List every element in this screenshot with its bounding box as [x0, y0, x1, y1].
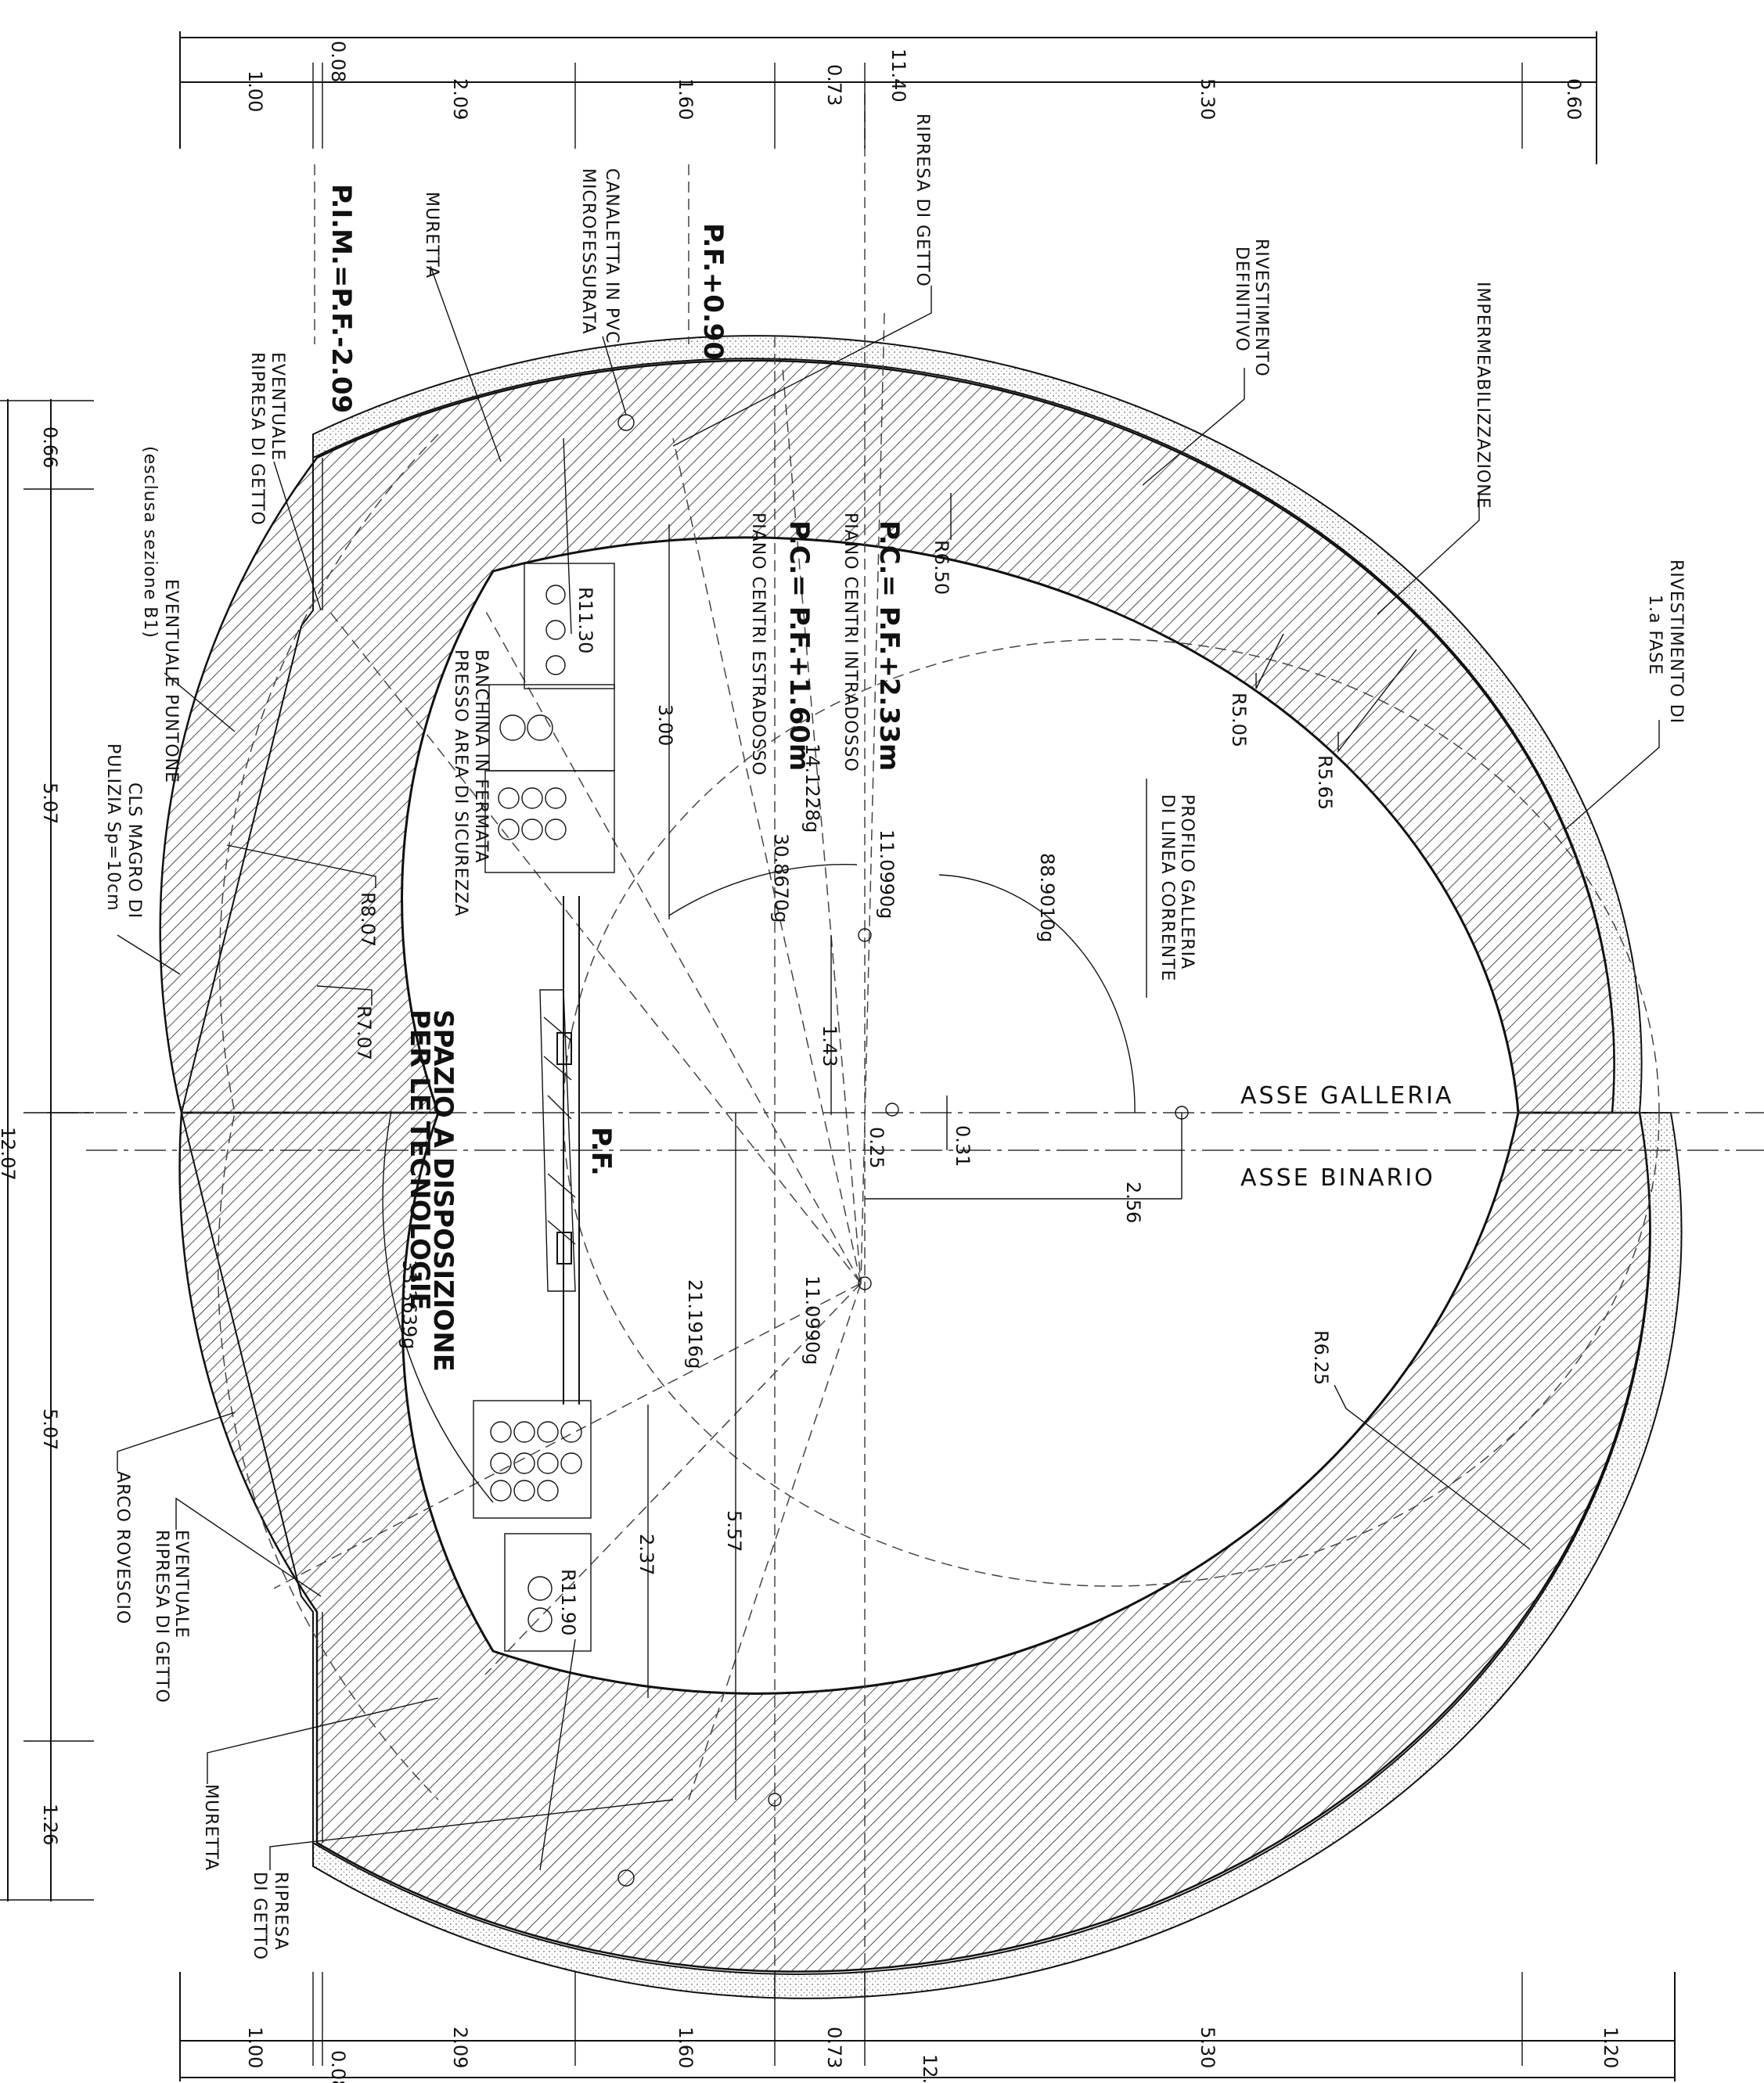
svg-text:88.9010g: 88.9010g — [1036, 853, 1058, 942]
svg-text:5.30: 5.30 — [1197, 2027, 1219, 2068]
svg-text:RIVESTIMENTO DI: RIVESTIMENTO DI — [1666, 559, 1686, 724]
callouts: RIPRESA DI GETTO CANALETTA IN PVC MICROF… — [103, 113, 1686, 1960]
svg-text:0.31: 0.31 — [952, 1125, 974, 1167]
svg-text:1.00: 1.00 — [244, 2027, 266, 2068]
svg-text:R11.30: R11.30 — [574, 587, 596, 653]
svg-text:PROFILO GALLERIA: PROFILO GALLERIA — [1177, 794, 1197, 970]
svg-text:2.56: 2.56 — [1122, 1182, 1144, 1223]
svg-text:BANCHINA IN FERMATA: BANCHINA IN FERMATA — [471, 649, 491, 863]
svg-text:R6.50: R6.50 — [931, 540, 952, 595]
svg-text:EVENTUALE: EVENTUALE — [171, 1530, 191, 1639]
svg-text:PER LE TECNOLOGIE: PER LE TECNOLOGIE — [404, 1009, 435, 1311]
svg-text:2.37: 2.37 — [635, 1534, 657, 1575]
svg-text:0.08: 0.08 — [327, 2050, 349, 2083]
track-bed — [539, 896, 580, 1405]
svg-text:R11.90: R11.90 — [557, 1569, 579, 1635]
cable-niche-top — [484, 563, 615, 873]
top-dimensions: 11.40 1.00 0.08 2.09 1.60 0.73 5.30 0.60 — [179, 31, 1597, 164]
svg-text:DI GETTO: DI GETTO — [250, 1872, 269, 1960]
svg-text:11.0990g: 11.0990g — [801, 1275, 823, 1365]
svg-text:11.0990g: 11.0990g — [876, 829, 898, 919]
svg-text:R6.25: R6.25 — [1310, 1330, 1332, 1385]
svg-text:PRESSO AREA DI SICUREZZA: PRESSO AREA DI SICUREZZA — [451, 649, 470, 917]
svg-text:(esclusa sezione B1): (esclusa sezione B1) — [140, 446, 160, 639]
svg-text:RIPRESA DI GETTO: RIPRESA DI GETTO — [913, 113, 932, 287]
svg-text:MURETTA: MURETTA — [422, 192, 441, 279]
cable-niche-bottom — [473, 1400, 592, 1652]
inner-dimensions: 3.00 1.43 0.31 0.25 2.56 2.37 5.57 — [635, 524, 1183, 1800]
svg-text:0.08: 0.08 — [327, 41, 349, 82]
pim-label: P.I.M.=P.F.-2.09 — [326, 184, 357, 413]
svg-text:0.60: 0.60 — [1563, 78, 1585, 120]
svg-text:ARCO ROVESCIO: ARCO ROVESCIO — [113, 1471, 132, 1624]
svg-text:IMPERMEABILIZZAZIONE: IMPERMEABILIZZAZIONE — [1473, 282, 1492, 509]
svg-text:1.a FASE: 1.a FASE — [1645, 595, 1665, 675]
svg-text:33.3639g: 33.3639g — [398, 1260, 420, 1349]
svg-text:PULIZIA Sp=10cm: PULIZIA Sp=10cm — [103, 743, 123, 912]
left-dimensions: 0.66 5.07 5.07 1.26 12.07 — [0, 399, 94, 1901]
pf-090-label: P.F.+0.90 — [697, 223, 729, 360]
svg-text:5.57: 5.57 — [723, 1510, 745, 1552]
svg-text:1.60: 1.60 — [675, 2027, 697, 2068]
svg-text:3.00: 3.00 — [654, 704, 676, 746]
pc-estradosso-label: P.C.= P.F.+1.60m — [783, 520, 815, 771]
svg-text:1.00: 1.00 — [244, 70, 266, 112]
svg-text:R7.07: R7.07 — [353, 1006, 375, 1060]
angles: 88.9010g 11.0990g 14.1228g 30.8670g 11.0… — [382, 743, 1136, 1503]
svg-text:11.40: 11.40 — [887, 49, 909, 103]
svg-text:PIANO CENTRI INTRADOSSO: PIANO CENTRI INTRADOSSO — [841, 513, 860, 772]
svg-text:5.07: 5.07 — [39, 1408, 61, 1450]
pf-label: P.F. — [585, 1127, 617, 1176]
svg-text:CLS MAGRO DI: CLS MAGRO DI — [124, 782, 144, 919]
markers — [617, 414, 1189, 1887]
svg-text:5.30: 5.30 — [1197, 78, 1219, 120]
svg-text:30.8670g: 30.8670g — [770, 833, 792, 923]
svg-text:SPAZIO A DISPOSIZIONE: SPAZIO A DISPOSIZIONE — [427, 1009, 459, 1372]
svg-text:RIVESTIMENTO: RIVESTIMENTO — [1251, 239, 1271, 377]
svg-text:0.73: 0.73 — [823, 2027, 845, 2068]
svg-text:5.07: 5.07 — [39, 782, 61, 824]
svg-text:DI LINEA CORRENTE: DI LINEA CORRENTE — [1157, 794, 1177, 982]
svg-text:1.43: 1.43 — [819, 1025, 841, 1067]
svg-text:2.09: 2.09 — [449, 2027, 471, 2068]
svg-text:R8.07: R8.07 — [357, 892, 379, 947]
svg-text:1.60: 1.60 — [675, 78, 697, 120]
radii: R6.50 R5.05 R5.65 R6.25 R8.07 R7.07 R11.… — [226, 437, 1531, 1871]
svg-text:14.1228g: 14.1228g — [801, 743, 823, 833]
svg-text:EVENTUALE PUNTONE: EVENTUALE PUNTONE — [161, 579, 181, 783]
svg-text:MURETTA: MURETTA — [201, 1784, 221, 1871]
svg-text:0.25: 0.25 — [866, 1127, 887, 1168]
svg-text:R5.65: R5.65 — [1314, 755, 1336, 810]
pc-intradosso-label: P.C.= P.F.+2.33m — [873, 520, 905, 771]
svg-text:1.26: 1.26 — [39, 1804, 61, 1845]
asse-galleria-label: ASSE GALLERIA — [1240, 1082, 1453, 1110]
svg-text:RIPRESA DI GETTO: RIPRESA DI GETTO — [152, 1530, 171, 1703]
svg-text:12.07: 12.07 — [0, 1127, 19, 1181]
svg-text:RIPRESA: RIPRESA — [271, 1872, 290, 1951]
svg-text:PIANO CENTRI ESTRADOSSO: PIANO CENTRI ESTRADOSSO — [748, 513, 768, 776]
svg-text:12.00: 12.00 — [919, 2054, 941, 2083]
outer-dashed-profile — [217, 434, 439, 1801]
svg-text:MICROFESSURATA: MICROFESSURATA — [578, 168, 598, 335]
svg-text:RIPRESA DI GETTO: RIPRESA DI GETTO — [247, 352, 267, 526]
bottom-dimensions: 1.00 0.08 2.09 1.60 0.73 5.30 1.20 12.00 — [179, 1972, 1676, 2083]
svg-text:0.66: 0.66 — [39, 426, 61, 468]
svg-text:2.09: 2.09 — [449, 78, 471, 120]
svg-text:0.73: 0.73 — [823, 64, 845, 106]
svg-text:1.20: 1.20 — [1600, 2027, 1622, 2068]
asse-binario-label: ASSE BINARIO — [1240, 1164, 1435, 1192]
svg-text:DEFINITIVO: DEFINITIVO — [1232, 246, 1251, 352]
svg-text:EVENTUALE: EVENTUALE — [268, 352, 287, 461]
svg-text:21.1916g: 21.1916g — [684, 1279, 706, 1369]
svg-text:R5.05: R5.05 — [1228, 693, 1250, 747]
svg-text:CANALETTA IN PVC: CANALETTA IN PVC — [602, 168, 621, 344]
